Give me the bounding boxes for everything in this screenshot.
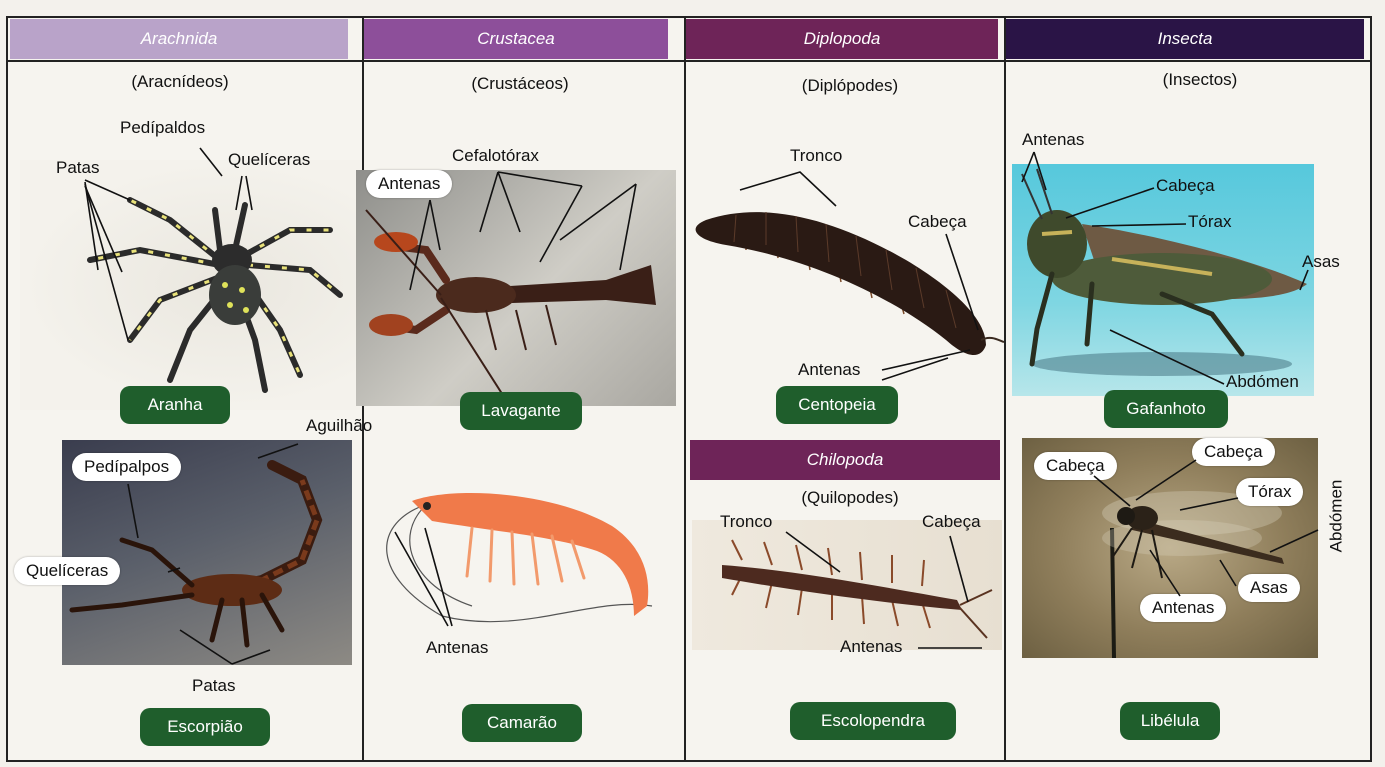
badge-aranha: Aranha bbox=[120, 386, 230, 424]
shrimp-image bbox=[372, 466, 672, 636]
label-antenas-centipede: Antenas bbox=[840, 637, 902, 657]
label-asas-grasshopper: Asas bbox=[1302, 252, 1340, 272]
label-tronco-millipede: Tronco bbox=[790, 146, 842, 166]
subtitle-chilopoda: (Quilopodes) bbox=[770, 488, 930, 508]
label-pedipalpos: Pedípalpos bbox=[72, 453, 181, 481]
header-diplopoda: Diplopoda bbox=[686, 19, 998, 59]
badge-gafanhoto: Gafanhoto bbox=[1104, 390, 1228, 428]
badge-escorpiao: Escorpião bbox=[140, 708, 270, 746]
label-asas-dragonfly: Asas bbox=[1238, 574, 1300, 602]
badge-camarao: Camarão bbox=[462, 704, 582, 742]
badge-libelula: Libélula bbox=[1120, 702, 1220, 740]
badge-camarao-text: Camarão bbox=[487, 713, 557, 733]
badge-gafanhoto-text: Gafanhoto bbox=[1126, 399, 1205, 419]
label-torax-dragonfly: Tórax bbox=[1236, 478, 1303, 506]
label-abdomen-grasshopper: Abdómen bbox=[1226, 372, 1299, 392]
label-tronco-centipede: Tronco bbox=[720, 512, 772, 532]
header-insecta-text: Insecta bbox=[1158, 29, 1213, 49]
centipede-image bbox=[692, 520, 1002, 650]
header-arachnida-text: Arachnida bbox=[141, 29, 218, 49]
subtitle-diplopoda: (Diplópodes) bbox=[770, 76, 930, 96]
label-antenas-millipede: Antenas bbox=[798, 360, 860, 380]
header-crustacea-text: Crustacea bbox=[477, 29, 554, 49]
lobster-image bbox=[356, 170, 676, 406]
subtitle-crustacea: (Crustáceos) bbox=[440, 74, 600, 94]
label-cabeca-right-dragonfly: Cabeça bbox=[1192, 438, 1275, 466]
badge-escolopendra-text: Escolopendra bbox=[821, 711, 925, 731]
header-chilopoda: Chilopoda bbox=[690, 440, 1000, 480]
label-patas-spider: Patas bbox=[56, 158, 99, 178]
label-antenas-grasshopper: Antenas bbox=[1022, 130, 1084, 150]
badge-aranha-text: Aranha bbox=[148, 395, 203, 415]
label-queliceras-spider: Quelíceras bbox=[228, 150, 310, 170]
label-cabeca-millipede: Cabeça bbox=[908, 212, 967, 232]
label-antenas-shrimp: Antenas bbox=[426, 638, 488, 658]
badge-escolopendra: Escolopendra bbox=[790, 702, 956, 740]
header-arachnida: Arachnida bbox=[10, 19, 348, 59]
column-divider bbox=[1004, 18, 1006, 760]
label-queliceras-scorpion: Quelíceras bbox=[14, 557, 120, 585]
label-torax-grasshopper: Tórax bbox=[1188, 212, 1231, 232]
badge-lavagante-text: Lavagante bbox=[481, 401, 560, 421]
badge-centopeia: Centopeia bbox=[776, 386, 898, 424]
label-cabeca-left-dragonfly: Cabeça bbox=[1034, 452, 1117, 480]
label-antenas-dragonfly: Antenas bbox=[1140, 594, 1226, 622]
badge-centopeia-text: Centopeia bbox=[798, 395, 876, 415]
badge-libelula-text: Libélula bbox=[1141, 711, 1200, 731]
badge-escorpiao-text: Escorpião bbox=[167, 717, 243, 737]
grasshopper-image bbox=[1012, 164, 1314, 396]
subtitle-insecta: (Insectos) bbox=[1120, 70, 1280, 90]
header-crustacea: Crustacea bbox=[364, 19, 668, 59]
badge-lavagante: Lavagante bbox=[460, 392, 582, 430]
label-pedipaldos: Pedípaldos bbox=[120, 118, 205, 138]
label-cabeca-centipede: Cabeça bbox=[922, 512, 981, 532]
header-chilopoda-text: Chilopoda bbox=[807, 450, 884, 470]
header-diplopoda-text: Diplopoda bbox=[804, 29, 881, 49]
label-abdomen-dragonfly: Abdómen bbox=[1326, 480, 1346, 553]
label-cabeca-grasshopper: Cabeça bbox=[1156, 176, 1215, 196]
label-antenas-lobster: Antenas bbox=[366, 170, 452, 198]
label-cefalotorax: Cefalotórax bbox=[452, 146, 539, 166]
spider-image bbox=[20, 160, 360, 410]
header-insecta: Insecta bbox=[1006, 19, 1364, 59]
subtitle-arachnida: (Aracnídeos) bbox=[100, 72, 260, 92]
label-aguilhao: Aguilhão bbox=[306, 416, 372, 436]
label-patas-scorpion: Patas bbox=[192, 676, 235, 696]
header-divider bbox=[6, 60, 1372, 62]
